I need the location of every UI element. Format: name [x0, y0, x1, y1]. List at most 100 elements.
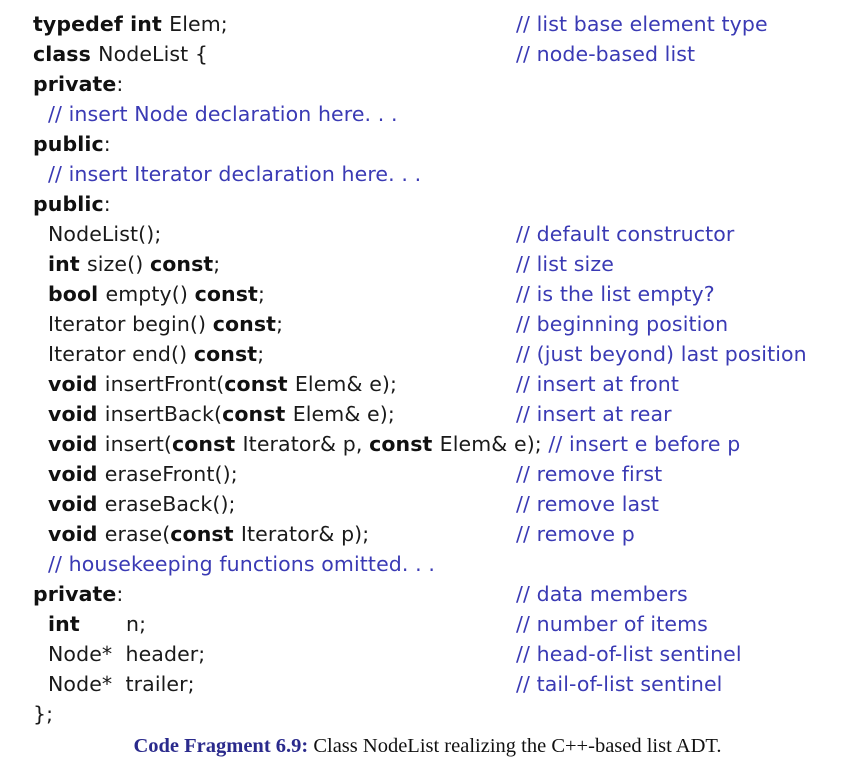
code-line-text: private: [33, 69, 123, 99]
code-line: int size() const;// list size [0, 249, 855, 279]
code-line-text: void eraseFront(); [33, 459, 238, 489]
code-token: const [170, 522, 241, 546]
code-token: ; [257, 282, 265, 306]
code-token: const [222, 402, 293, 426]
code-token: const [212, 312, 277, 336]
code-line-text: class NodeList { [33, 39, 208, 69]
code-line-comment: // data members [516, 582, 688, 606]
code-line-comment: // remove last [516, 492, 660, 516]
code-token: ; [213, 252, 221, 276]
code-token: public [33, 192, 104, 216]
code-token: insertBack( [104, 402, 223, 426]
code-token: class [33, 42, 99, 66]
code-line-comment: // insert at front [516, 372, 679, 396]
code-token: Node* header; [48, 642, 206, 666]
code-line-text: }; [33, 699, 53, 729]
code-token: size() [86, 252, 150, 276]
code-token: empty() [105, 282, 195, 306]
code-token: ; [257, 342, 265, 366]
code-line: // insert Iterator declaration here. . . [0, 159, 855, 189]
code-line: void eraseFront(); // remove first [0, 459, 855, 489]
code-token: void [48, 372, 105, 396]
code-token: // housekeeping functions omitted. . . [48, 552, 435, 576]
code-token: int [48, 612, 80, 636]
code-token: insertFront( [104, 372, 225, 396]
code-line: void eraseBack(); // remove last [0, 489, 855, 519]
code-token: int [48, 252, 87, 276]
code-token: const [171, 432, 243, 456]
code-line: public: [0, 129, 855, 159]
code-token: bool [48, 282, 106, 306]
code-line: // insert Node declaration here. . . [0, 99, 855, 129]
code-token: private [33, 582, 117, 606]
code-line-text: public: [33, 129, 111, 159]
code-token: // insert Iterator declaration here. . . [48, 162, 422, 186]
code-line-text: int n; [33, 609, 146, 639]
code-line: Iterator begin() const; // beginning posi… [0, 309, 855, 339]
code-line-text: int size() const; [33, 249, 220, 279]
code-token: void [48, 432, 105, 456]
code-line-text: public: [33, 189, 111, 219]
code-line: void insertFront(const Elem& e); // inser… [0, 369, 855, 399]
code-line-comment: // beginning position [516, 312, 729, 336]
code-token: void [48, 492, 105, 516]
code-token: Node* trailer; [48, 672, 195, 696]
code-token: // insert Node declaration here. . . [48, 102, 398, 126]
code-line-text: void erase(const Iterator& p); [33, 519, 369, 549]
code-line-text: Iterator end() const; [33, 339, 264, 369]
code-token: typedef int [33, 12, 170, 36]
code-token: void [48, 402, 105, 426]
code-token: const [369, 432, 440, 456]
code-line-text: typedef int Elem; [33, 9, 228, 39]
code-line-text: Iterator begin() const; [33, 309, 283, 339]
code-token: insert( [104, 432, 172, 456]
code-line-comment: // default constructor [516, 222, 735, 246]
code-line-text: // insert Iterator declaration here. . . [33, 159, 421, 189]
code-line: public: [0, 189, 855, 219]
code-token: n; [79, 612, 147, 636]
code-token: NodeList { [98, 42, 209, 66]
code-token: const [194, 282, 258, 306]
code-token: eraseFront(); [104, 462, 238, 486]
code-line: Node* trailer;// tail-of-list sentinel [0, 669, 855, 699]
code-token: Elem& e); [292, 402, 395, 426]
code-token: Elem& e); [294, 372, 398, 396]
code-token: const [224, 372, 295, 396]
code-line: int n;// number of items [0, 609, 855, 639]
code-token: const [149, 252, 214, 276]
code-line: }; [0, 699, 855, 729]
code-token: Elem; [169, 12, 228, 36]
caption-text: Class NodeList realizing the C++-based l… [313, 735, 722, 757]
code-line-text: void insertFront(const Elem& e); [33, 369, 397, 399]
code-line-comment: // node-based list [516, 42, 696, 66]
code-line-text: NodeList(); [33, 219, 161, 249]
code-line: typedef int Elem;// list base element ty… [0, 9, 855, 39]
code-line-text: // housekeeping functions omitted. . . [33, 549, 435, 579]
code-line-text: // insert Node declaration here. . . [33, 99, 398, 129]
caption-label: Code Fragment 6.9: [133, 735, 309, 757]
code-line-comment: // insert at rear [516, 402, 672, 426]
code-line: class NodeList { // node-based list [0, 39, 855, 69]
code-token: Iterator& p); [240, 522, 370, 546]
code-line-comment: // is the list empty? [516, 282, 715, 306]
code-token: const [193, 342, 258, 366]
code-token: Iterator end() [48, 342, 194, 366]
code-line-text: bool empty() const; [33, 279, 265, 309]
code-line-comment: // head-of-list sentinel [516, 642, 742, 666]
code-line: Node* header; // head-of-list sentinel [0, 639, 855, 669]
code-line: void insertBack(const Elem& e); // insert… [0, 399, 855, 429]
code-line-text: Node* header; [33, 639, 205, 669]
code-line-comment: // remove first [516, 462, 663, 486]
code-line: bool empty() const; // is the list empty? [0, 279, 855, 309]
code-line-text: void eraseBack(); [33, 489, 236, 519]
code-token: : [103, 192, 111, 216]
code-line: private:// data members [0, 579, 855, 609]
code-token: Iterator begin() [48, 312, 213, 336]
code-line: Iterator end() const;// (just beyond) la… [0, 339, 855, 369]
code-token: private [33, 72, 117, 96]
code-token: eraseBack(); [104, 492, 236, 516]
code-line-text: void insert(const Iterator& p, const Ele… [33, 429, 740, 459]
figure-caption: Code Fragment 6.9: Class NodeList realiz… [0, 733, 855, 759]
code-token: erase( [104, 522, 171, 546]
